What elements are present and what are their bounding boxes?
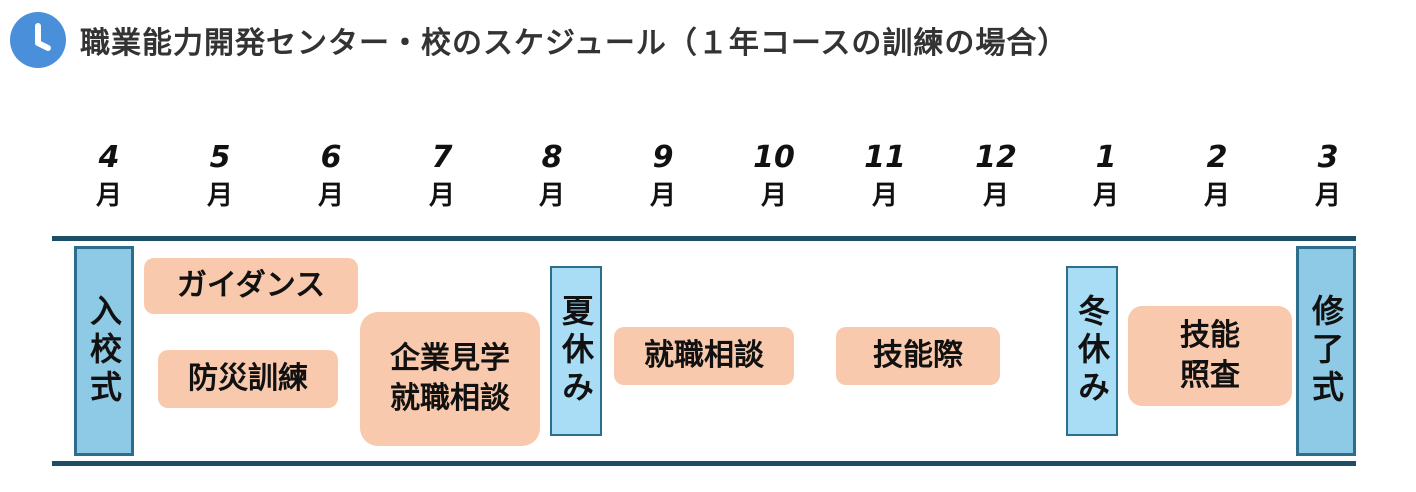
entrance-ceremony-box: 入校式 bbox=[74, 246, 134, 456]
disaster-drill-event: 防災訓練 bbox=[158, 350, 338, 408]
guidance-event: ガイダンス bbox=[144, 258, 358, 314]
company-visit-event: 企業見学 就職相談 bbox=[360, 312, 540, 446]
skills-test-event: 技能 照査 bbox=[1128, 306, 1292, 406]
summer-break-box: 夏休み bbox=[550, 266, 602, 436]
skills-festival-event: 技能際 bbox=[836, 327, 1000, 385]
page-title: 職業能力開発センター・校のスケジュール（１年コースの訓練の場合） bbox=[80, 26, 1069, 61]
timeline-bottom-rule bbox=[52, 461, 1356, 466]
clock-icon bbox=[10, 12, 66, 68]
graduation-ceremony-box: 修了式 bbox=[1296, 246, 1356, 456]
timeline-top-rule bbox=[52, 236, 1356, 241]
winter-break-box: 冬休み bbox=[1066, 266, 1118, 436]
header: 職業能力開発センター・校のスケジュール（１年コースの訓練の場合） bbox=[10, 12, 1068, 68]
job-consultation-event: 就職相談 bbox=[614, 327, 794, 385]
